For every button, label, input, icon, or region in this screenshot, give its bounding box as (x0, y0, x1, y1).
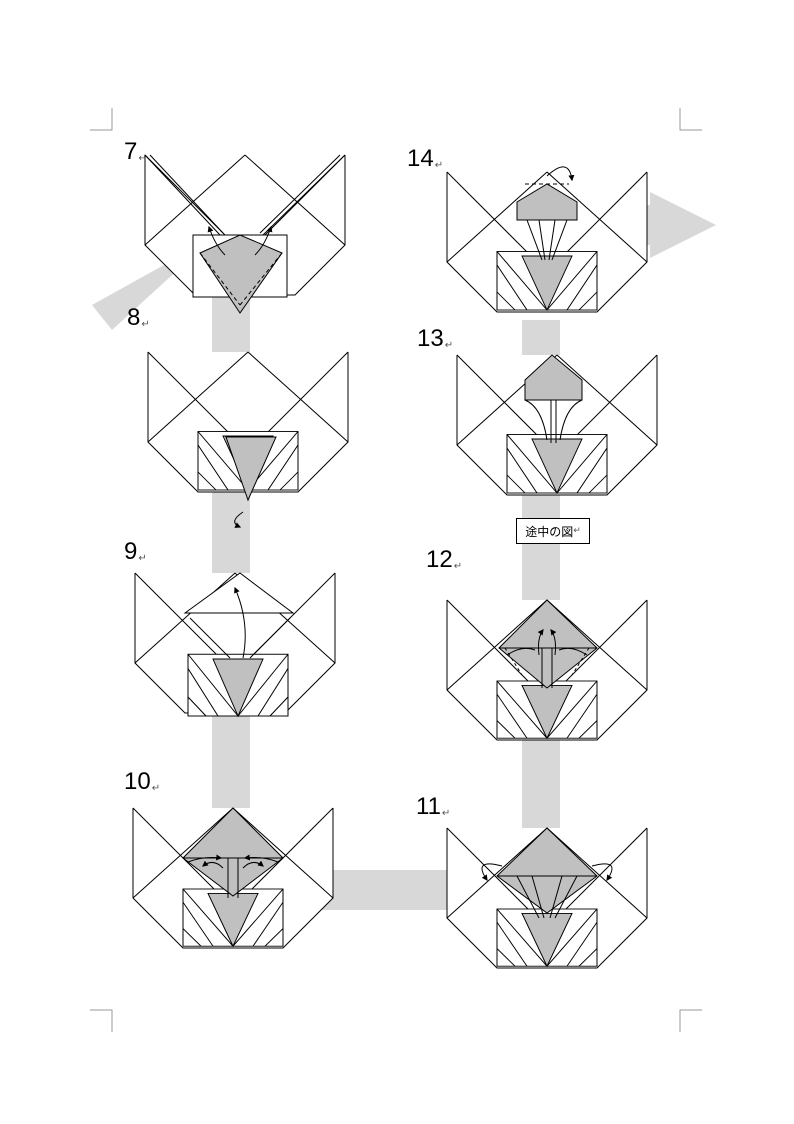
step-11-label: 11↵ (416, 793, 451, 820)
step-10-label: 10↵ (124, 768, 161, 795)
in-progress-callout: 途中の図↵ (516, 518, 590, 544)
step-13-label: 13↵ (417, 325, 454, 352)
step-14-figure (446, 166, 648, 313)
step-12-figure (446, 599, 648, 741)
step-13-figure (456, 354, 658, 496)
step-9-label: 9↵ (124, 538, 147, 565)
flow-arrow-icon (92, 192, 716, 910)
step-8-figure (147, 351, 349, 528)
step-12-label: 12↵ (426, 546, 463, 573)
step-10-figure (132, 807, 334, 949)
step-7-label: 7↵ (124, 138, 147, 165)
step-9-figure (134, 572, 336, 717)
turn-over-icon (546, 166, 575, 182)
step-7-figure (144, 154, 346, 314)
step-14-label: 14↵ (407, 145, 444, 172)
step-11-figure (446, 827, 648, 969)
step-8-label: 8↵ (127, 304, 150, 331)
crop-marks (90, 108, 702, 1032)
